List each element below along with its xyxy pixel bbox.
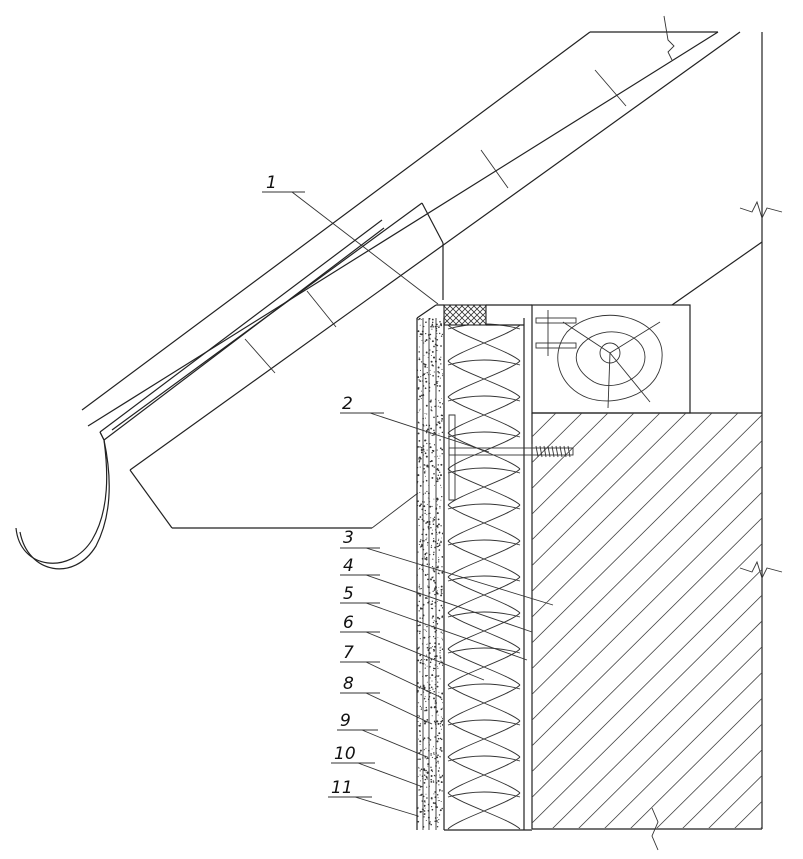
insulation-layer [443, 318, 532, 831]
wall-hatch-line [532, 413, 635, 828]
wool-fiber [447, 431, 521, 438]
dowel-tooth [535, 445, 539, 458]
leader-lines [262, 191, 554, 817]
break-marks [651, 15, 783, 851]
wall-hatch-line [58, 413, 478, 829]
wool-fiber [447, 792, 521, 830]
wall-hatch-line [786, 413, 803, 829]
wool-fiber [447, 360, 521, 398]
dowel-anchor [448, 414, 574, 501]
callout-5: 5 [343, 584, 354, 604]
wool-fiber [447, 432, 521, 470]
callout-3: 3 [343, 528, 354, 548]
wall-hatch-line [532, 413, 661, 828]
callout-labels: 1 2 3 4 5 6 7 8 9 10 11 [266, 173, 356, 798]
dowel-tooth [543, 445, 547, 458]
wool-fiber [447, 540, 521, 578]
wool-fiber [447, 359, 521, 366]
wall-hatch-line [532, 413, 762, 828]
wool-fiber [447, 503, 521, 510]
wool-fiber [447, 324, 521, 362]
dowel-tooth [563, 445, 567, 458]
wall-hatch-line [577, 413, 762, 828]
wall-hatch-line [532, 413, 739, 828]
wall-hatch-line [532, 413, 762, 828]
wool-fiber [447, 395, 521, 402]
top-seal-strip [436, 304, 532, 326]
wall-hatch-line [532, 413, 762, 828]
dowel-tooth [539, 445, 543, 458]
wool-fiber [447, 683, 521, 690]
wall-hatch-line [532, 413, 762, 828]
wall-hatch-line [681, 413, 762, 828]
dowel-tooth [555, 445, 559, 458]
gutter-hook [15, 431, 110, 570]
dowel-tooth [547, 445, 551, 458]
wool-fiber [447, 576, 521, 614]
wall-hatch-line [551, 413, 762, 828]
callout-6: 6 [343, 613, 354, 633]
roof-slope [81, 31, 741, 529]
callout-1: 1 [266, 173, 277, 193]
wall-hatch-line [733, 413, 762, 828]
wool-fiber [447, 575, 521, 582]
wall-hatch-line [532, 413, 713, 828]
wool-fiber [447, 612, 521, 650]
wool-fiber [447, 396, 521, 434]
callout-2: 2 [342, 394, 353, 414]
wall-hatch-line [110, 413, 530, 829]
wall-hatch-line [532, 413, 762, 828]
wool-fiber [447, 684, 521, 722]
wall-plate-block [531, 241, 763, 414]
wall-hatch-line [759, 413, 762, 828]
masonry-wall [32, 32, 803, 830]
wall-hatch-line [707, 413, 762, 828]
wall-hatch-line [532, 413, 762, 828]
wall-hatch-line [532, 413, 687, 828]
wool-fiber [447, 468, 521, 506]
callout-7: 7 [343, 643, 354, 663]
dowel-tooth [551, 445, 555, 458]
wool-fiber [447, 720, 521, 758]
wool-fiber [447, 611, 521, 618]
wool-fiber [447, 719, 521, 726]
callout-9: 9 [340, 711, 351, 731]
wool-fiber [447, 647, 521, 654]
wall-hatch-line [603, 413, 762, 828]
wool-fiber [447, 756, 521, 794]
wall-hatch-line [532, 413, 762, 828]
wool-fiber [447, 504, 521, 542]
callout-10: 10 [334, 744, 356, 764]
wall-hatch-line [532, 413, 762, 828]
callout-8: 8 [343, 674, 354, 694]
dowel-tooth [559, 445, 563, 458]
dowel-tooth [567, 445, 571, 458]
wall-hatch-line [629, 413, 762, 828]
wool-fiber [447, 791, 521, 798]
wall-hatch-line [32, 413, 452, 829]
wall-hatch-line [532, 413, 609, 828]
wool-fiber [447, 467, 521, 474]
wall-hatch-line [532, 413, 583, 828]
callout-11: 11 [331, 778, 353, 798]
callout-4: 4 [343, 556, 354, 576]
wool-fiber [447, 539, 521, 546]
wool-fiber [447, 755, 521, 762]
wall-hatch-line [655, 413, 762, 828]
